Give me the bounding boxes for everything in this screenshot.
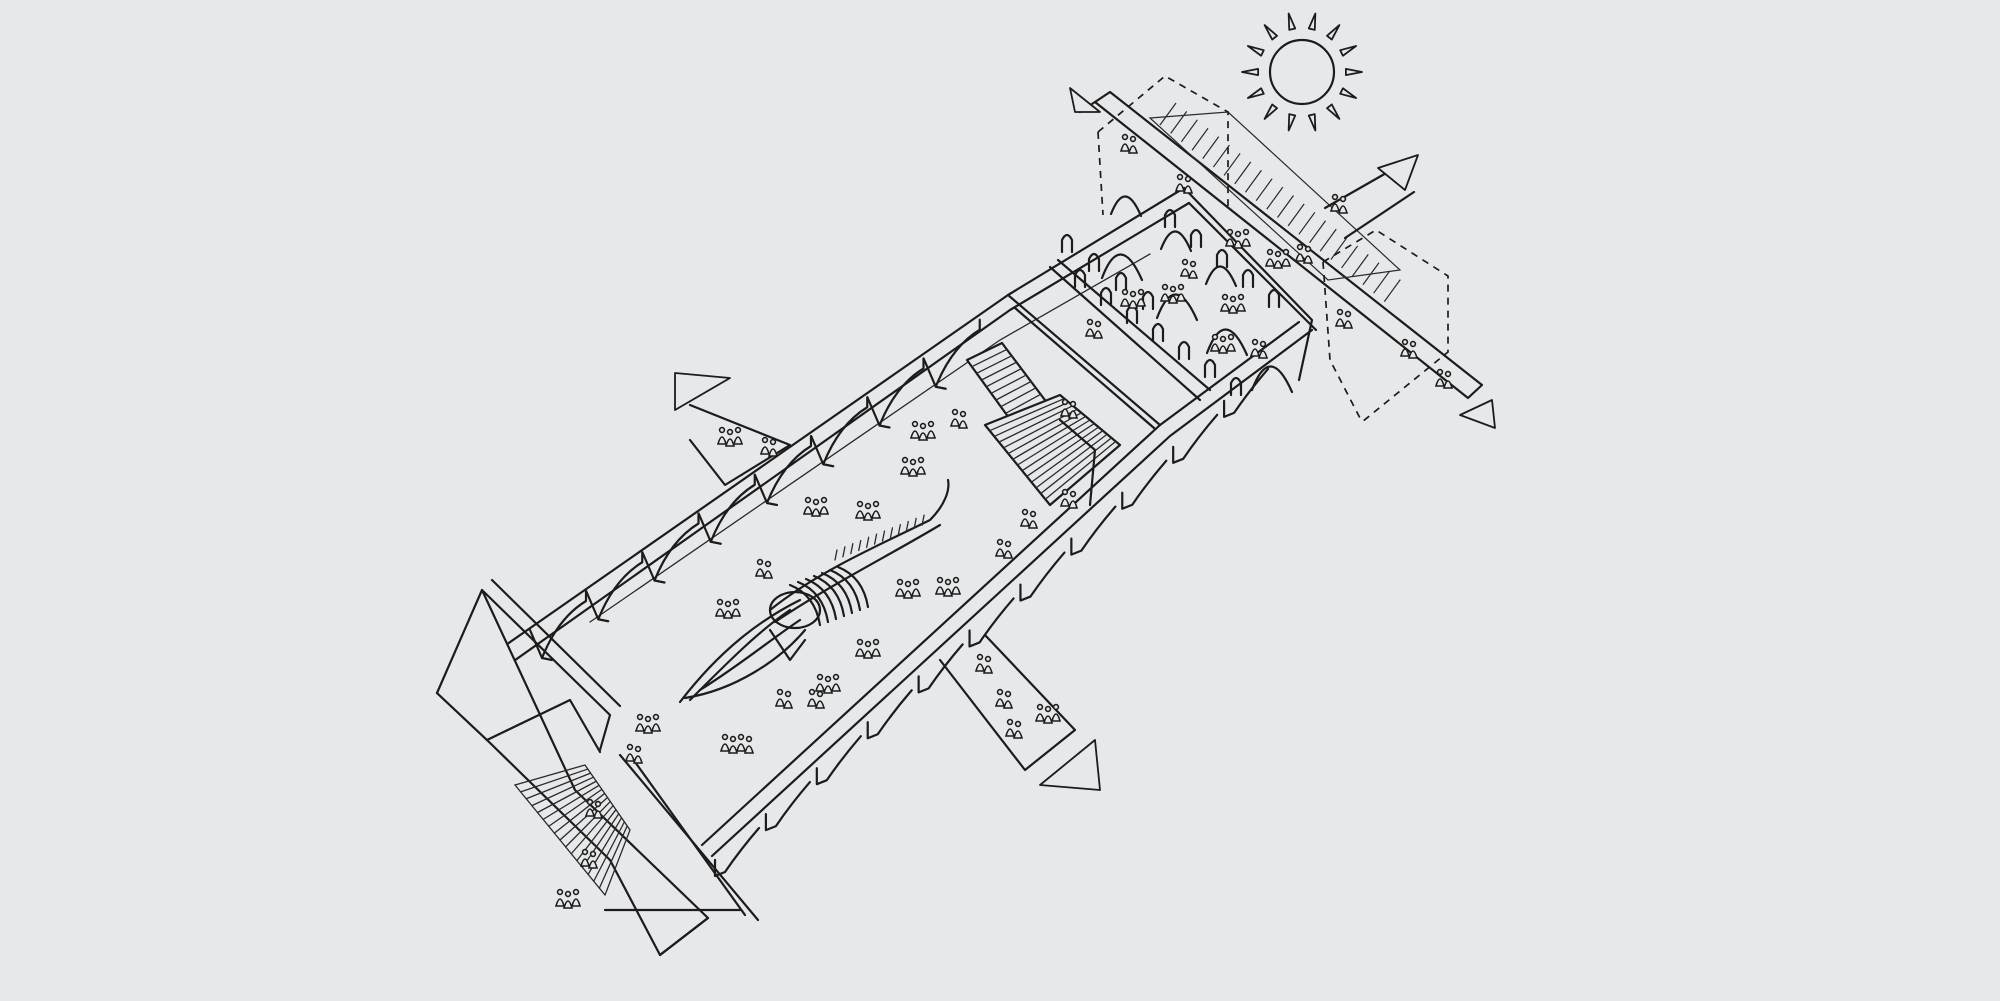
dinosaur-skeleton bbox=[678, 478, 950, 704]
main-hall bbox=[435, 186, 1318, 858]
walkway-bridge bbox=[1078, 74, 1484, 423]
entrance-arrow bbox=[674, 372, 792, 487]
arcade bbox=[713, 367, 1270, 878]
entrance-arrow bbox=[1459, 399, 1496, 429]
entrance-arrow bbox=[1377, 154, 1419, 191]
stairs bbox=[965, 341, 1122, 507]
sun-icon bbox=[1241, 12, 1363, 132]
visitor-figures bbox=[554, 133, 1454, 909]
entrance-arrow bbox=[938, 633, 1101, 791]
gallery-wing bbox=[1060, 195, 1294, 397]
stairs bbox=[435, 578, 760, 957]
arcade bbox=[528, 318, 981, 662]
entrance-arrow bbox=[1069, 87, 1101, 113]
